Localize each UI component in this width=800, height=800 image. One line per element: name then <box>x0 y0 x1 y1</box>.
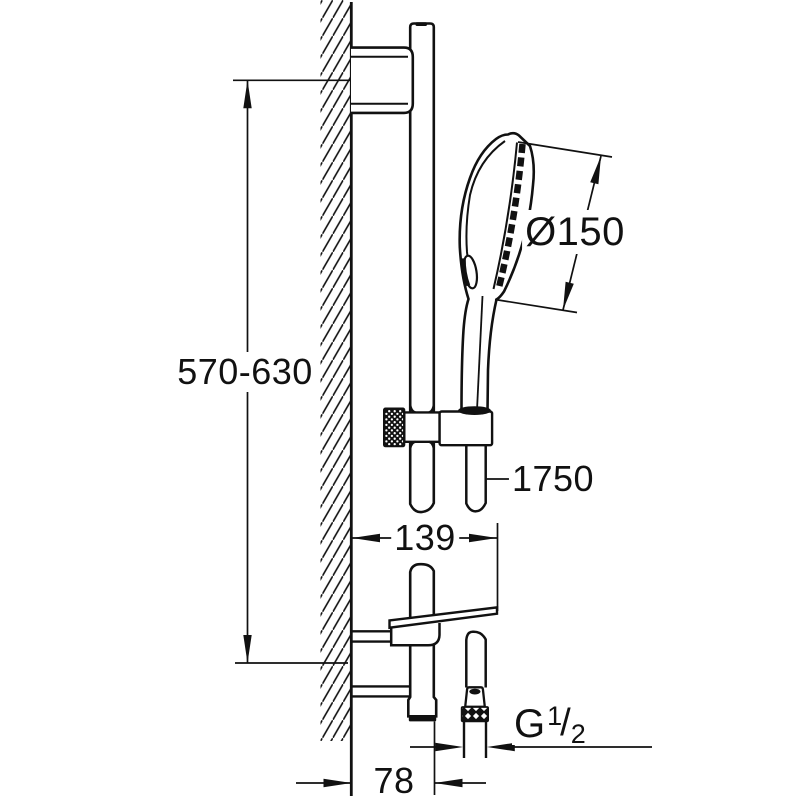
dimension-annotations <box>233 79 652 795</box>
bar-to-wall-label: 139 <box>391 518 459 558</box>
connector-cap-mark <box>469 688 481 695</box>
arrow-right <box>469 533 497 543</box>
handle-seam-line <box>476 295 484 411</box>
arrow-down-left <box>563 281 574 310</box>
rail-lower-segment <box>408 562 436 617</box>
holder-rail-waist <box>409 404 435 450</box>
soap-dish-holder <box>389 622 441 647</box>
thread-slash: / <box>560 702 571 744</box>
wall-hatch <box>320 0 351 741</box>
holder-body <box>403 411 441 443</box>
dimension-bar-to-wall <box>352 523 499 611</box>
bottom-offset-label: 78 <box>370 761 418 800</box>
hose-length-label: 1750 <box>508 459 598 499</box>
arrow-down <box>243 635 252 663</box>
rail-bottom-end <box>407 645 438 722</box>
hose-tail <box>462 721 488 758</box>
holder-ring-edge <box>458 406 491 415</box>
rail-bottom-cap <box>408 715 437 722</box>
shower-hose <box>465 444 487 688</box>
hose-lower-segment <box>465 630 487 688</box>
shower-rail <box>408 22 436 617</box>
slider-holder <box>383 404 494 450</box>
spray-face-nozzle-band <box>495 143 526 291</box>
hand-shower <box>458 131 536 414</box>
arrow-right-to-hose <box>435 742 464 752</box>
arrow-left-to-hose <box>486 742 515 752</box>
thread-numerator: 1 <box>547 701 563 731</box>
bottom-wall-bracket <box>351 630 411 698</box>
thread-size-label: G1/2 <box>512 701 588 748</box>
hose-connector <box>460 686 490 758</box>
arrow-left <box>352 533 380 543</box>
arrow-up <box>243 80 252 109</box>
spray-face-inner-edge <box>492 142 518 290</box>
arrow-left-to-rail <box>434 778 463 788</box>
rail-top-cap <box>415 22 427 26</box>
arrow-up-right <box>590 156 601 185</box>
top-bracket-body <box>351 46 415 115</box>
top-wall-bracket <box>351 46 415 115</box>
thread-letter: G <box>514 702 546 746</box>
soap-dish <box>388 606 499 647</box>
soap-dish-tray <box>388 606 499 630</box>
holder-cradle <box>438 410 494 447</box>
spray-mode-lever <box>461 254 479 290</box>
thread-denominator: 2 <box>570 719 586 749</box>
dimension-thread <box>410 742 652 752</box>
rail-end-piece <box>407 645 438 718</box>
holder-knurled-knob <box>383 407 406 448</box>
rail-middle-segment <box>408 441 436 514</box>
dimension-bottom-offset <box>296 721 486 795</box>
rail-height-label: 570-630 <box>174 352 316 392</box>
connector-knurled-nut <box>460 706 490 723</box>
wall <box>320 0 353 796</box>
arrow-right-to-wall <box>323 778 352 788</box>
hose-upper-segment <box>465 444 487 513</box>
head-diameter-label: Ø150 <box>522 210 628 254</box>
